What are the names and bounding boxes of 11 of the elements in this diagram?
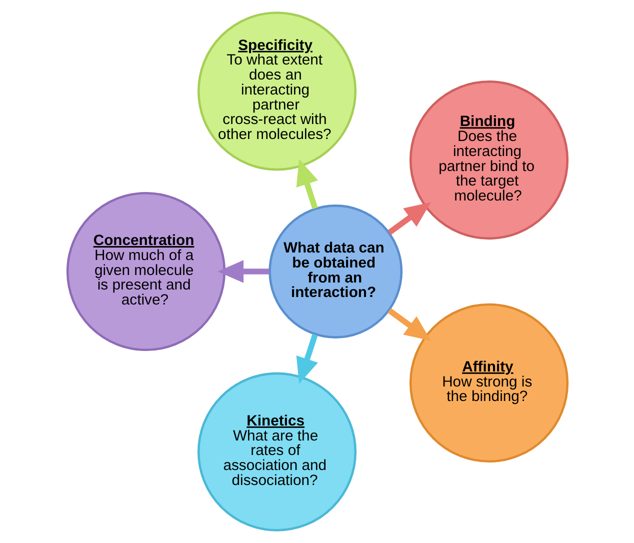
arrow — [387, 308, 430, 341]
node-circle: Binding Does the interacting partner bind to the target molecule? — [408, 80, 568, 240]
arrow — [387, 202, 430, 235]
arrow — [217, 260, 269, 283]
node-circle: Concentration How much of a given molecule is present and active? — [66, 192, 226, 352]
node-circle: What data can be obtained from an interaction? — [268, 204, 402, 338]
arrow — [296, 159, 318, 210]
node-circle: Affinity How strong is the binding? — [408, 303, 568, 462]
node-circle: Kinetics What are the rates of association and dissociation? — [196, 372, 356, 532]
node-circle: Specificity To what extent does an interacting partner cross-react with other molecules? — [196, 12, 356, 171]
arrow — [296, 334, 318, 384]
